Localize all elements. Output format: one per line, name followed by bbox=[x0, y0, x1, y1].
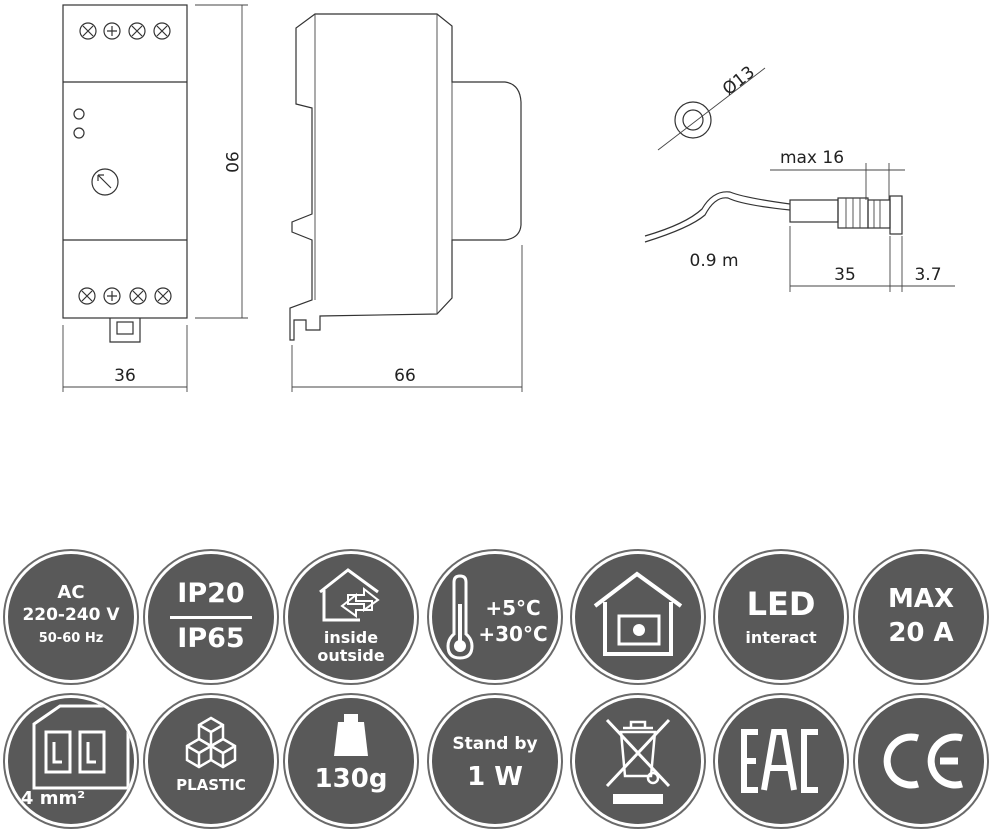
ip-rating-top: IP20 bbox=[177, 578, 245, 609]
bottom-terminal-screws bbox=[78, 287, 172, 305]
led-indicator-1 bbox=[73, 108, 85, 120]
thermometer-icon bbox=[446, 574, 474, 660]
dim-cable-length: 0.9 m bbox=[690, 251, 739, 271]
power-line-3: 50-60 Hz bbox=[38, 631, 104, 646]
standby-label: Stand by bbox=[452, 734, 538, 754]
feature-icons: AC 220-240 V 50-60 Hz IP20 IP65 inside o… bbox=[0, 548, 990, 831]
terminal-block-icon bbox=[32, 704, 130, 790]
max-label: MAX bbox=[887, 584, 955, 614]
ce-icon bbox=[858, 698, 984, 824]
weight-icon: 130g bbox=[288, 698, 414, 824]
led-indicator-icon: LED interact bbox=[718, 554, 844, 680]
technical-drawing: 90 36 66 Ø13 max 16 bbox=[62, 4, 955, 392]
dim-sensor-max: max 16 bbox=[780, 148, 844, 168]
front-view: 90 36 bbox=[62, 4, 248, 392]
eac-mark-icon bbox=[741, 729, 818, 793]
material-icon: PLASTIC bbox=[148, 698, 274, 824]
current-label: 20 A bbox=[888, 618, 954, 648]
power-supply-icon: AC 220-240 V 50-60 Hz bbox=[8, 554, 134, 680]
house-arrows-icon bbox=[319, 568, 380, 622]
cubes-icon bbox=[185, 716, 237, 769]
weight-label: 130g bbox=[314, 764, 388, 794]
dim-sensor-diameter: Ø13 bbox=[719, 62, 759, 99]
dim-sensor-body: 35 bbox=[834, 265, 856, 285]
led-interact-label: interact bbox=[745, 628, 817, 647]
remote-sensor-drawing: Ø13 max 16 0.9 m 35 3.7 bbox=[644, 62, 955, 292]
dim-sensor-cap: 3.7 bbox=[914, 265, 941, 285]
material-label: PLASTIC bbox=[176, 776, 246, 794]
led-indicator-2 bbox=[73, 127, 85, 139]
dim-side-depth: 66 bbox=[394, 366, 416, 386]
outside-label: outside bbox=[317, 646, 385, 665]
eac-icon bbox=[718, 698, 844, 824]
wire-section-icon: 4 mm² bbox=[8, 698, 134, 824]
dim-height: 90 bbox=[221, 151, 241, 173]
power-line-2: 220-240 V bbox=[22, 605, 120, 625]
standby-icon: Stand by 1 W bbox=[432, 698, 558, 824]
crossed-bin-icon bbox=[605, 718, 671, 804]
inside-label: inside bbox=[323, 628, 379, 647]
led-label: LED bbox=[746, 585, 816, 623]
house-device-icon bbox=[593, 571, 683, 656]
inside-outside-icon: inside outside bbox=[288, 554, 414, 680]
weee-disposal-icon bbox=[575, 698, 701, 824]
wire-section-label: 4 mm² bbox=[20, 788, 86, 809]
indoor-use-icon bbox=[575, 554, 701, 680]
dim-front-width: 36 bbox=[114, 366, 136, 386]
side-view: 66 bbox=[289, 13, 523, 392]
weight-kettlebell-icon bbox=[334, 714, 368, 756]
temp-min: +5°C bbox=[485, 596, 541, 620]
ce-mark-icon bbox=[883, 733, 963, 789]
adjust-knob bbox=[91, 168, 119, 196]
max-current-icon: MAX 20 A bbox=[858, 554, 984, 680]
ip-rating-bottom: IP65 bbox=[177, 623, 245, 654]
temp-max: +30°C bbox=[478, 622, 548, 646]
ip-rating-icon: IP20 IP65 bbox=[148, 554, 274, 680]
power-line-1: AC bbox=[57, 582, 85, 603]
standby-power-value: 1 W bbox=[467, 762, 523, 792]
temperature-icon: +5°C +30°C bbox=[432, 554, 558, 680]
top-terminal-screws bbox=[79, 22, 171, 40]
